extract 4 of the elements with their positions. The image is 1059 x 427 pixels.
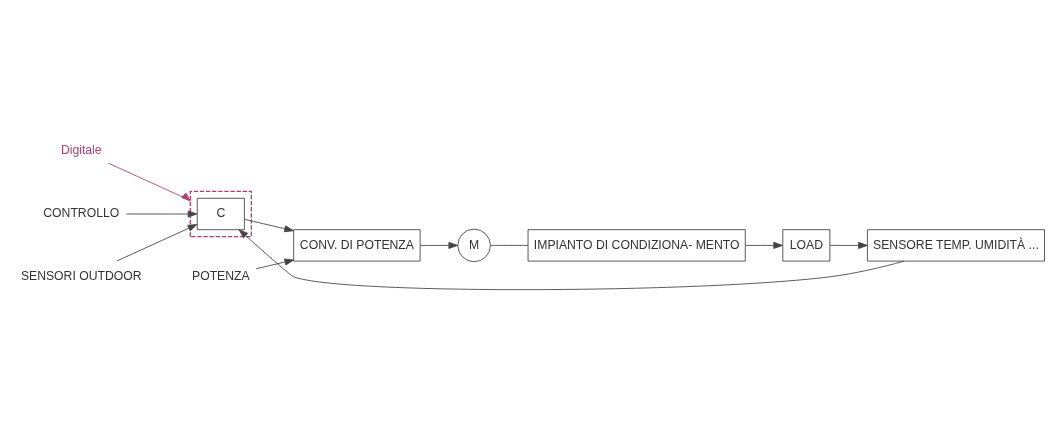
node-text: Digitale — [60, 142, 102, 157]
node-text: POTENZA — [192, 268, 250, 283]
node-text: SENSORI OUTDOOR — [20, 268, 142, 283]
node-text: CONTROLLO — [43, 205, 120, 220]
